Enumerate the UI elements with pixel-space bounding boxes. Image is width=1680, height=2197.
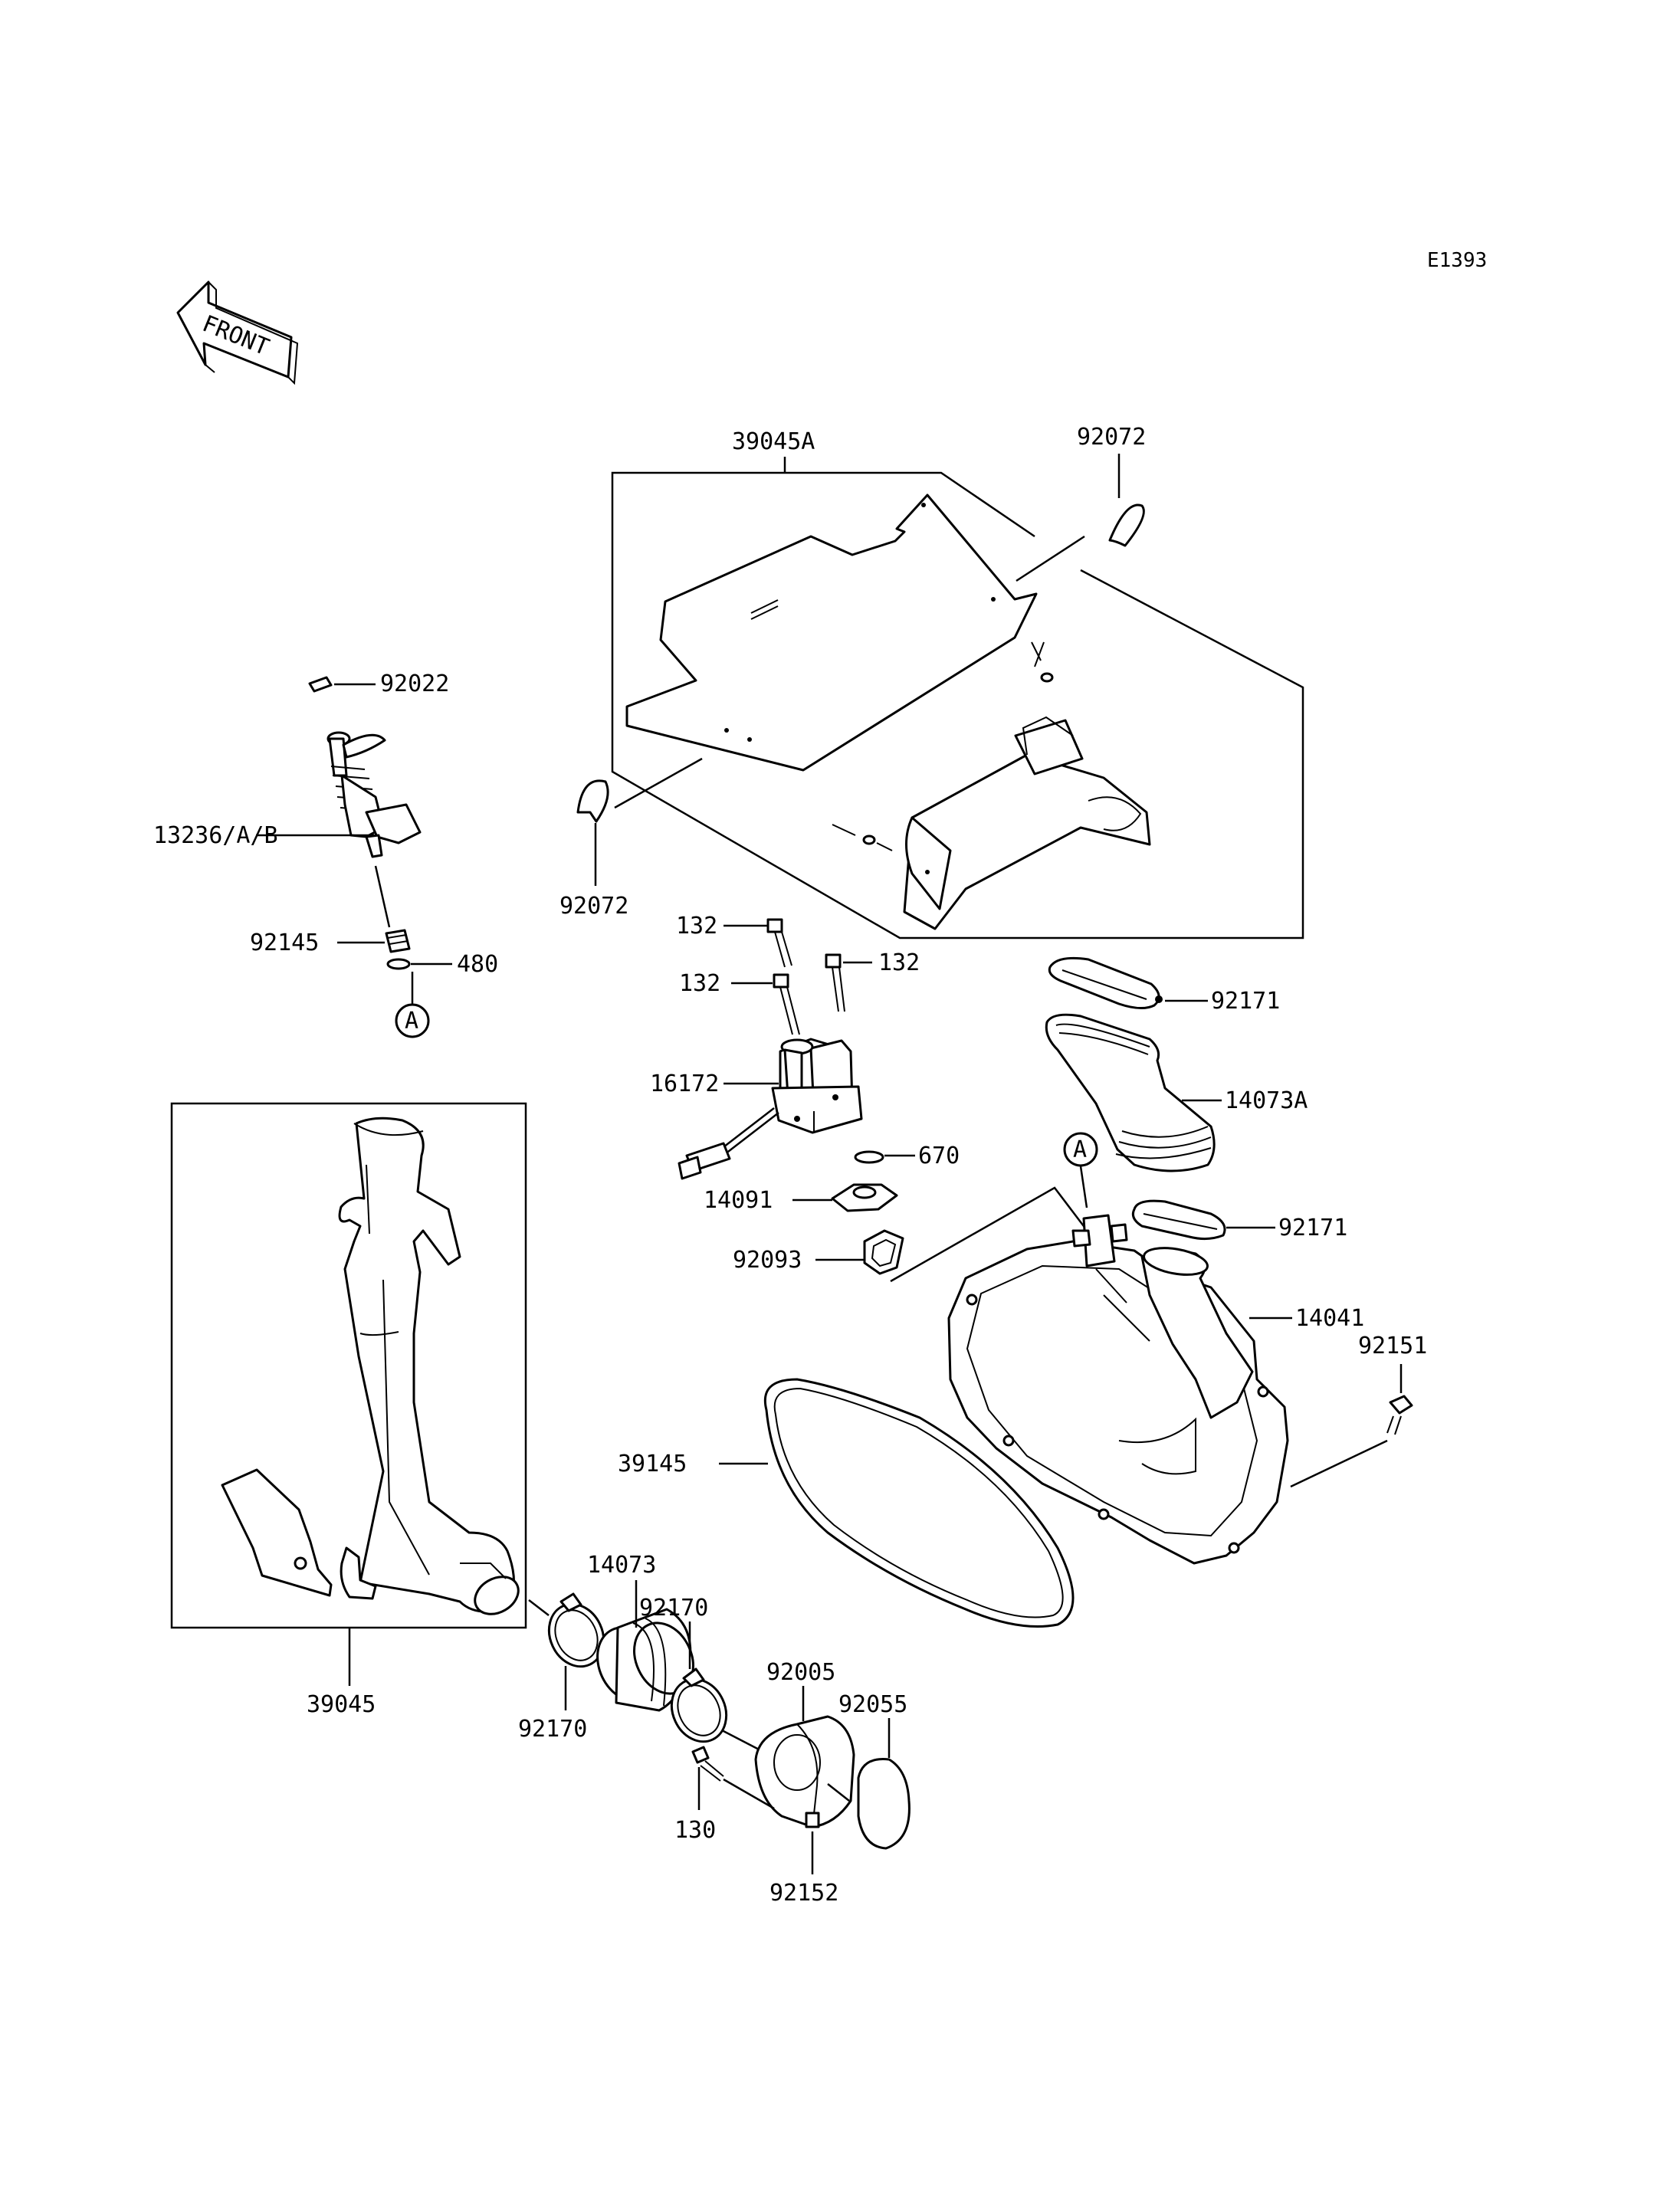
label-92171-mid: 92171 [1278,1215,1347,1241]
ref-A-cover: A [1073,1136,1087,1163]
label-92152: 92152 [769,1880,838,1907]
bolt-92151 [1290,1364,1413,1488]
seal-92171-top [1048,956,1208,1009]
housing-92005 [754,1686,855,1828]
label-92151: 92151 [1358,1333,1427,1359]
label-14073A: 14073A [1225,1087,1308,1114]
label-92145: 92145 [250,930,319,956]
plug-92152 [805,1812,820,1874]
label-92005: 92005 [766,1659,835,1686]
diagram-code: E1393 [1427,249,1487,272]
label-132-c: 132 [878,949,920,976]
label-13236: 13236/A/B [153,822,278,849]
label-16172: 16172 [650,1071,719,1097]
ref-circle-A-top: A [395,972,430,1038]
duct-box-39045 [170,1102,527,1629]
label-92022: 92022 [380,671,449,697]
seal-92171-mid [1131,1199,1275,1241]
actuator-16172 [678,1038,863,1180]
label-14091: 14091 [704,1187,773,1214]
label-92072-top: 92072 [1077,424,1146,451]
label-14073: 14073 [587,1552,656,1579]
oring-670 [854,1150,915,1164]
belt-39145 [719,1378,1075,1628]
label-670: 670 [918,1143,960,1169]
part-92022 [308,676,376,693]
ref-A-top: A [405,1008,418,1035]
gasket-92093 [815,1229,904,1275]
boot-14073 [596,1580,694,1712]
cover-assembly-39045A [611,457,1304,939]
bolt-132-c [825,953,872,1012]
bolt-130 [691,1746,775,1810]
bolt-132-b [731,973,800,1035]
label-39045: 39045 [307,1691,376,1718]
label-92171-top: 92171 [1211,988,1280,1015]
clamp-92170-left [528,1592,605,1710]
clip-92072-top [1016,503,1145,582]
part-13236 [256,731,422,928]
label-132-b: 132 [679,970,720,997]
label-39145: 39145 [618,1451,687,1477]
gasket-92055 [857,1718,911,1850]
clip-92072-left [576,757,703,886]
cover-14041 [947,1214,1292,1565]
label-92055: 92055 [838,1691,907,1718]
part-480 [386,958,452,970]
label-92072-left: 92072 [559,893,628,920]
clamp-92170-right [670,1622,764,1753]
label-130: 130 [674,1817,716,1844]
label-39045A: 39045A [732,428,815,455]
label-92170-bottom: 92170 [518,1716,587,1743]
front-arrow-icon: FRONT [176,280,299,385]
part-14091 [792,1183,898,1212]
label-92170-top: 92170 [639,1595,708,1622]
label-480: 480 [457,951,498,978]
label-132-a: 132 [676,913,717,939]
part-92145 [337,929,411,953]
label-92093: 92093 [733,1247,802,1274]
duct-14073A [1045,1013,1222,1172]
bolt-132-a [724,918,792,968]
ref-circle-A-cover: A [1063,1132,1098,1208]
label-14041: 14041 [1295,1305,1364,1332]
